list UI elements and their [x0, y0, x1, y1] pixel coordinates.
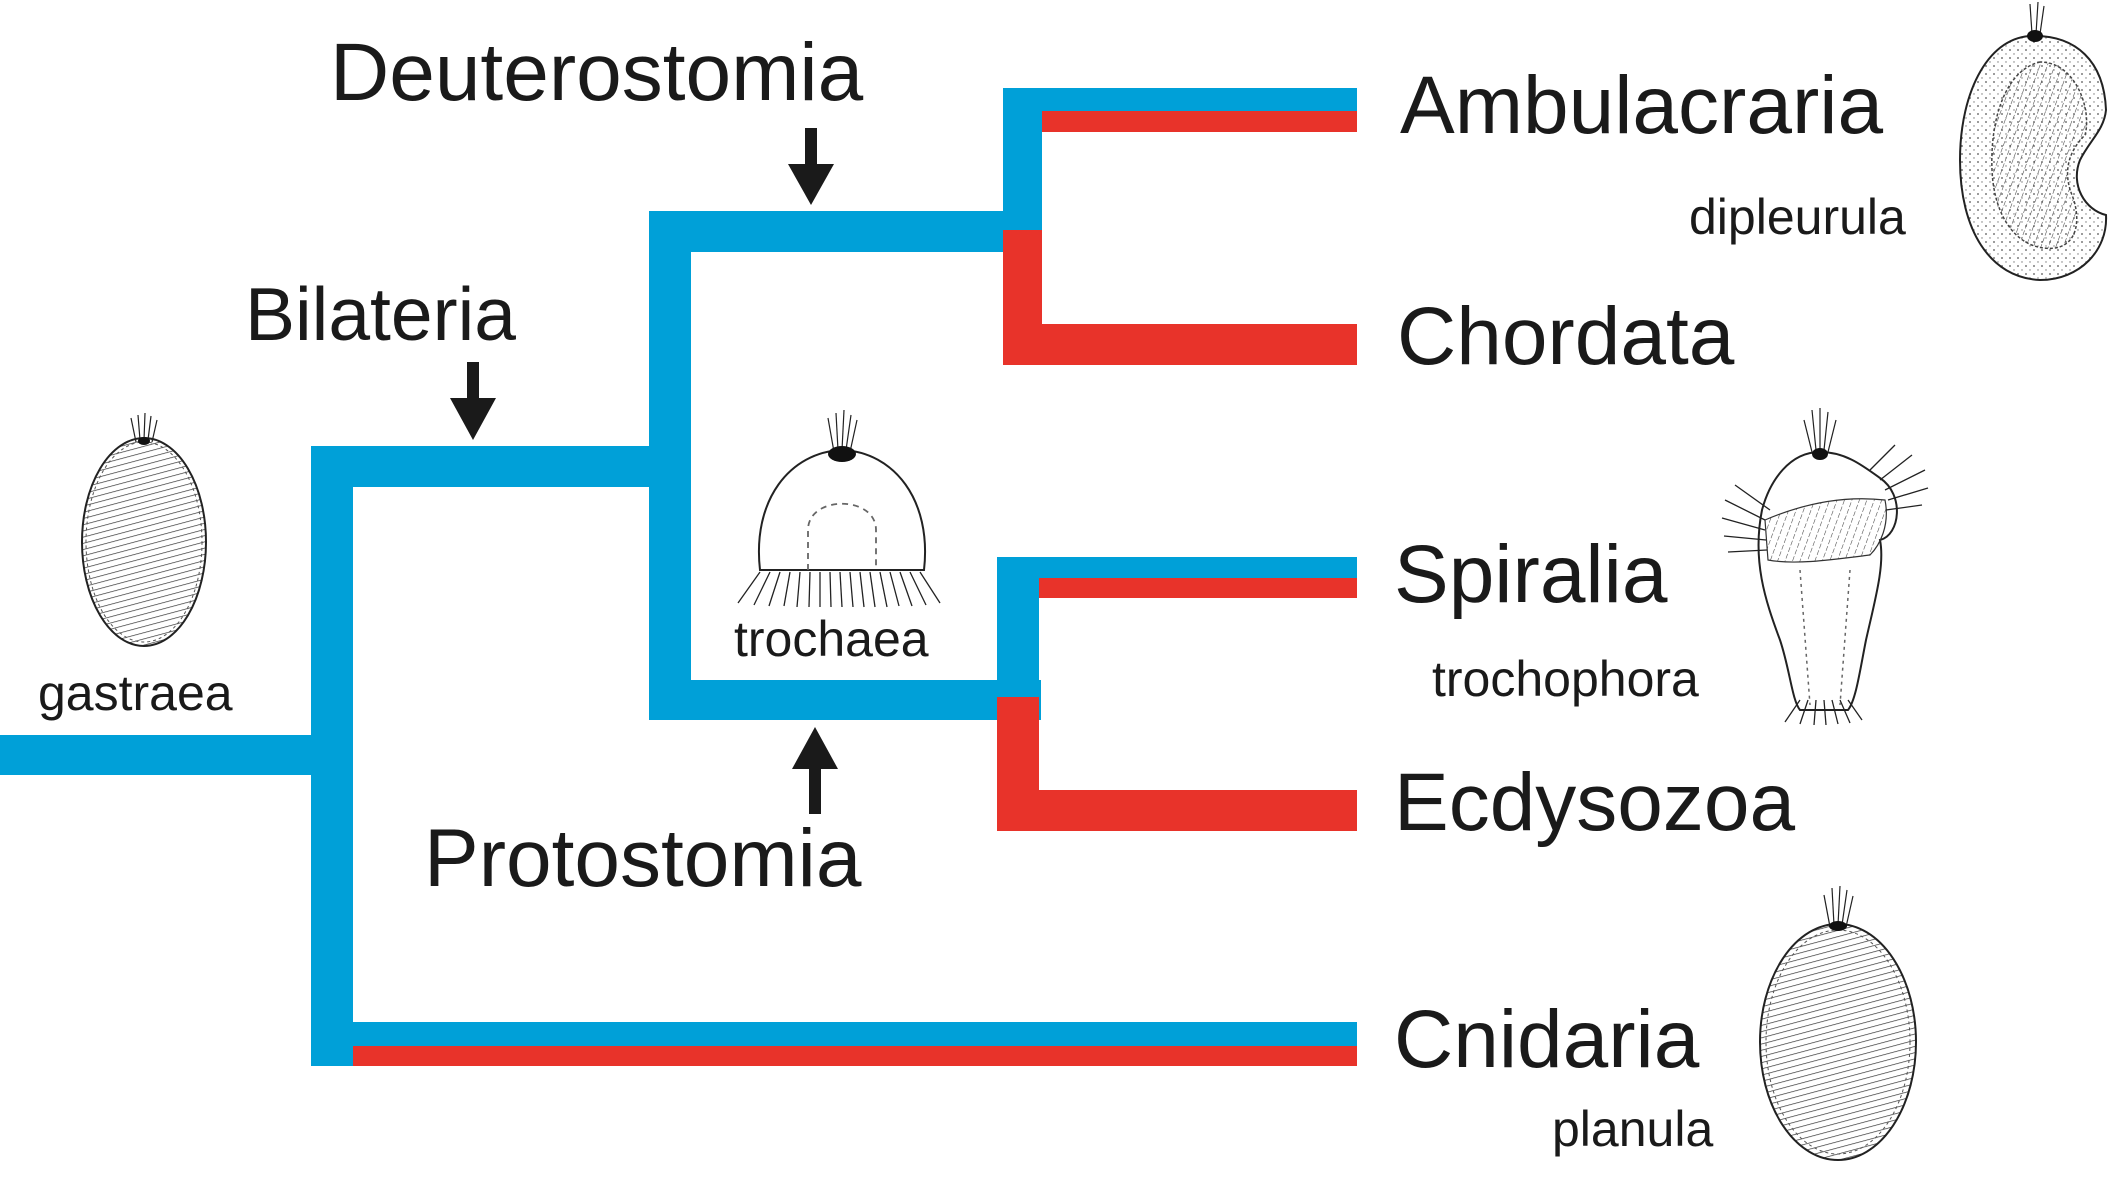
trochophora-larva-icon	[1721, 408, 1929, 726]
planula-larva-icon	[1759, 885, 1917, 1161]
bilateria-label: Bilateria	[245, 272, 516, 356]
trochophora-label: trochophora	[1432, 651, 1699, 707]
node-deuterostomia-blue	[1003, 88, 1042, 230]
protostomia-label: Protostomia	[424, 813, 862, 904]
trochaea-label: trochaea	[734, 611, 929, 667]
chordata-branch	[1003, 324, 1357, 365]
chordata-label: Chordata	[1397, 291, 1735, 382]
trochaea-larva-icon	[737, 409, 941, 608]
down-arrow-icon	[450, 362, 496, 440]
spiralia-label: Spiralia	[1394, 529, 1668, 620]
node-protostomia-blue	[997, 557, 1039, 697]
ecdysozoa-branch	[997, 790, 1357, 831]
cnidaria-label: Cnidaria	[1394, 994, 1700, 1085]
ambulacraria-branch-blue	[1003, 88, 1357, 111]
node-metazoa-vertical	[311, 446, 353, 1066]
ambulacraria-label: Ambulacraria	[1400, 60, 1883, 151]
cnidaria-branch-red	[353, 1046, 1357, 1066]
dipleurula-larva-icon	[1958, 1, 2108, 282]
root-branch	[0, 735, 332, 775]
dipleurula-label: dipleurula	[1689, 189, 1906, 245]
spiralia-branch-blue	[997, 557, 1357, 578]
up-arrow-icon	[792, 727, 838, 814]
tree-branches	[0, 88, 1357, 1066]
planula-label: planula	[1552, 1101, 1713, 1157]
gastraea-label: gastraea	[38, 665, 233, 721]
down-arrow-icon	[788, 128, 834, 205]
protostomia-branch	[649, 680, 1041, 720]
node-bilateria-vertical	[649, 211, 691, 720]
deuterostomia-label: Deuterostomia	[330, 27, 864, 118]
spiralia-branch-red	[1039, 578, 1357, 598]
deuterostomia-branch	[649, 211, 1042, 252]
cnidaria-branch-blue	[311, 1022, 1357, 1046]
bilateria-branch	[311, 446, 678, 487]
ambulacraria-branch-red	[1042, 111, 1357, 132]
ecdysozoa-label: Ecdysozoa	[1394, 757, 1796, 848]
gastraea-larva-icon	[81, 412, 207, 647]
